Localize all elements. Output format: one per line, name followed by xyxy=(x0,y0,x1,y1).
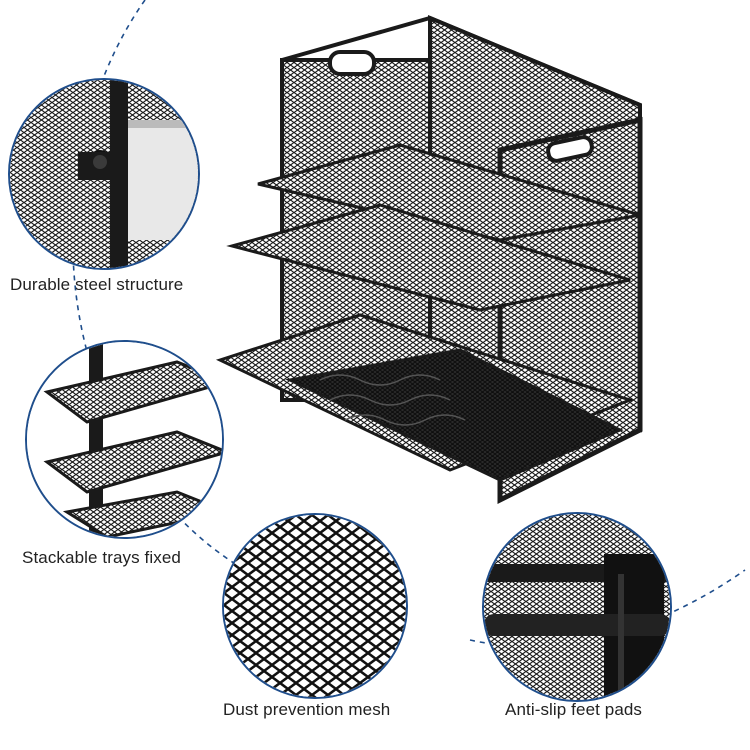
callout-stackable-trays xyxy=(25,340,224,539)
callout-feet-pads xyxy=(482,512,672,702)
trays-detail-image xyxy=(27,342,222,537)
feet-detail-image xyxy=(484,514,670,700)
tray-stack xyxy=(215,143,641,482)
caption-feet: Anti-slip feet pads xyxy=(505,700,643,719)
caption-mesh: Dust prevention mesh xyxy=(223,700,391,719)
steel-detail-image xyxy=(10,80,198,268)
caption-trays: Stackable trays fixed xyxy=(22,548,181,567)
mesh-detail-image xyxy=(224,515,406,697)
callout-steel-structure xyxy=(8,78,200,270)
caption-steel: Durable steel structure xyxy=(10,275,184,294)
callout-dust-mesh xyxy=(222,513,408,699)
